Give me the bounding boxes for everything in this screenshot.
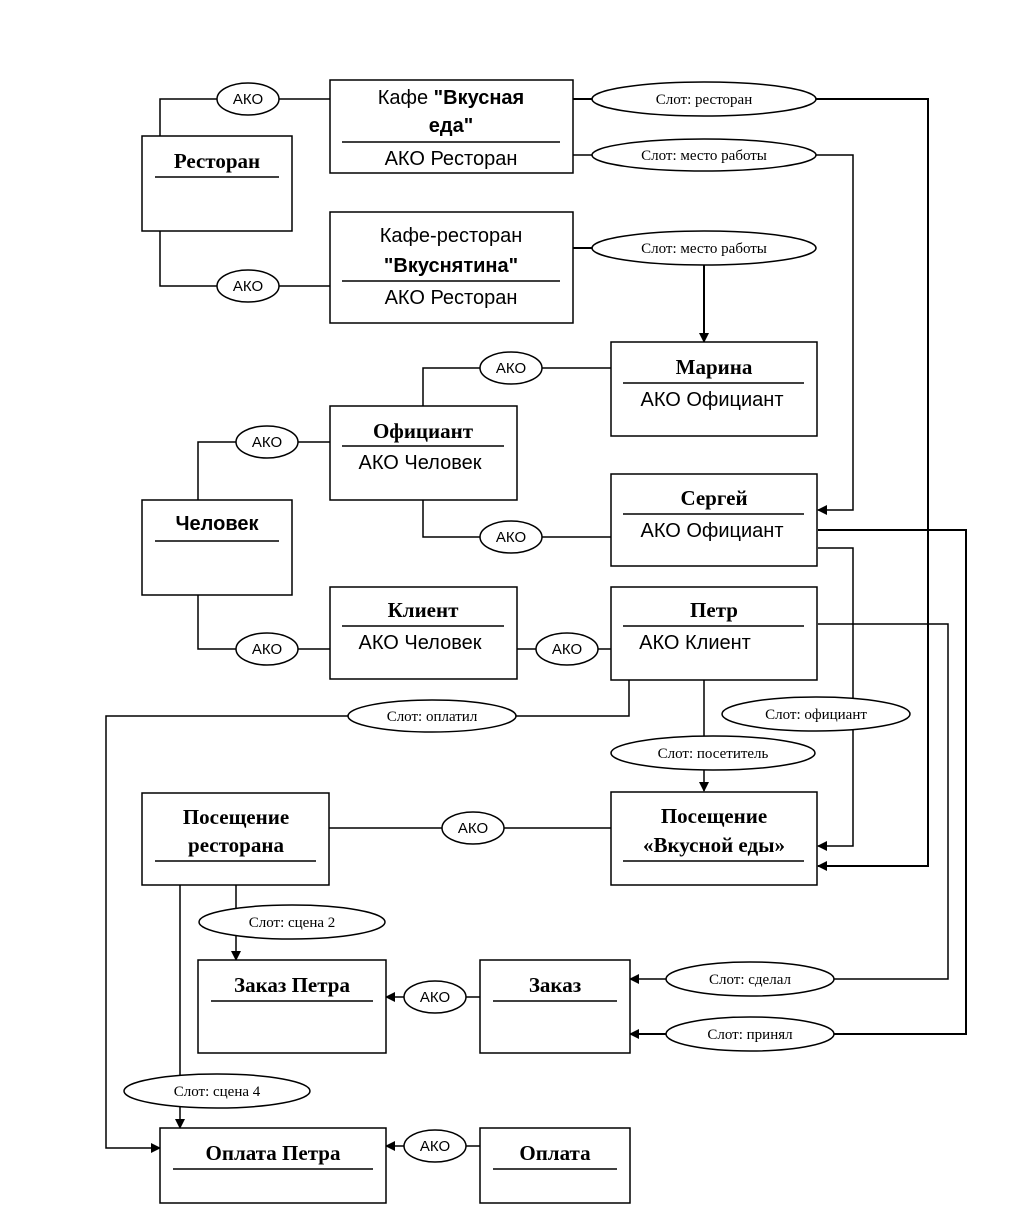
ako-ellipse: АКО [235,425,299,459]
slot-label: Слот: посетитель [658,746,769,762]
frame-ako-line: АКО Официант [640,389,783,411]
slot-prinyal: Слот: принял [665,1016,835,1052]
frame-poseschenie-vkusnoy-edy: Посещение «Вкусной еды» [610,791,818,886]
frame-oplata-petra: Оплата Петра [159,1127,387,1204]
frame-poseschenie-restorana: Посещение ресторана [141,792,330,886]
ako-label: АКО [233,278,263,295]
frame-kafe-vkusnyatina: Кафе-ресторан "Вкуснятина" АКО Ресторан [329,211,574,324]
slot-posetitel: Слот: посетитель [610,735,816,771]
slot-oplatil: Слот: оплатил [347,699,517,733]
frame-ako-line: АКО Клиент [639,632,751,654]
frame-title: Заказ [529,973,581,997]
frame-title: Сергей [680,486,747,510]
connector-oficiant-sergey [422,500,611,538]
ako-label: АКО [420,1138,450,1155]
slot-scena-4: Слот: сцена 4 [123,1073,311,1109]
slot-label: Слот: принял [707,1027,793,1043]
slot-label: Слот: сделал [709,972,791,988]
frame-ako-line: АКО Человек [359,632,482,654]
frame-title-line1: Посещение [661,804,767,828]
slot-label: Слот: сцена 2 [249,915,336,931]
frame-marina: Марина АКО Официант [610,341,818,437]
ako-label: АКО [552,641,582,658]
ako-label: АКО [252,641,282,658]
frame-oplata: Оплата [479,1127,631,1204]
frame-title: Человек [176,513,260,535]
ako-ellipse: АКО [403,1129,467,1163]
ako-ellipse: АКО [235,632,299,666]
frame-title-line2: «Вкусной еды» [643,833,785,857]
slot-oficiant: Слот: официант [721,696,911,732]
frame-ako-line: АКО Официант [640,520,783,542]
slot-mesto-raboty-2: Слот: место работы [591,230,817,266]
frame-zakaz-petra: Заказ Петра [197,959,387,1054]
ako-ellipse: АКО [216,82,280,116]
slot-label: Слот: место работы [641,241,767,257]
slot-restoran: Слот: ресторан [591,81,817,117]
ako-ellipse: АКО [535,632,599,666]
frame-title: Клиент [388,598,460,622]
frame-title: Оплата Петра [206,1141,341,1165]
connector-slot-oficiant [817,547,854,851]
frame-ako-line: АКО Человек [359,452,482,474]
slot-mesto-raboty-1: Слот: место работы [591,138,817,172]
frame-restoran: Ресторан [141,135,293,232]
frame-sergey: Сергей АКО Официант [610,473,818,567]
slot-label: Слот: оплатил [387,709,478,725]
slot-label: Слот: сцена 4 [174,1084,261,1100]
frame-klient: Клиент АКО Человек [329,586,518,680]
ako-label: АКО [233,91,263,108]
ako-labels: АКО АКО АКО АКО АКО АКО АКО АКО [216,82,599,1163]
frame-title-line2: еда" [429,115,473,137]
ako-label: АКО [252,434,282,451]
slot-scena-2: Слот: сцена 2 [198,904,386,940]
ako-ellipse: АКО [441,811,505,845]
slot-label: Слот: место работы [641,148,767,164]
ako-label: АКО [458,820,488,837]
ako-ellipse: АКО [479,520,543,554]
frame-title: Марина [676,355,753,379]
slot-labels: Слот: ресторан Слот: место работы Слот: … [123,81,911,1109]
frame-title: Ресторан [174,149,260,173]
slot-sdelal: Слот: сделал [665,961,835,997]
slot-label: Слот: официант [765,707,867,723]
connector-slot-oplatil [105,680,630,1153]
frame-title: Оплата [519,1141,591,1165]
frame-ako-line: АКО Ресторан [385,148,518,170]
frame-title: Кафе "Вкусная [378,87,524,109]
slot-label: Слот: ресторан [656,92,753,108]
frame-title-line2: ресторана [188,833,284,857]
frame-title: Официант [373,419,474,443]
connector-slot-mesto-raboty-1 [573,154,854,515]
ako-ellipse: АКО [216,269,280,303]
frame-petr: Петр АКО Клиент [610,586,818,681]
ako-label: АКО [420,989,450,1006]
ako-ellipse: АКО [479,351,543,385]
frame-title-line1: Посещение [183,805,289,829]
connector-oficiant-marina [422,367,611,406]
ako-ellipse: АКО [403,980,467,1014]
frame-zakaz: Заказ [479,959,631,1054]
frame-title: Петр [690,598,738,622]
ako-label: АКО [496,529,526,546]
frame-kafe-vkusnaya-eda: Кафе "Вкусная еда" АКО Ресторан [329,79,574,174]
frame-ako-line: АКО Ресторан [385,287,518,309]
frame-chelovek: Человек [141,499,293,596]
frame-oficiant: Официант АКО Человек [329,405,518,501]
frame-title-line2: "Вкуснятина" [384,255,518,277]
frame-title-line1: Кафе-ресторан [380,225,523,247]
frame-title: Заказ Петра [234,973,350,997]
ako-label: АКО [496,360,526,377]
